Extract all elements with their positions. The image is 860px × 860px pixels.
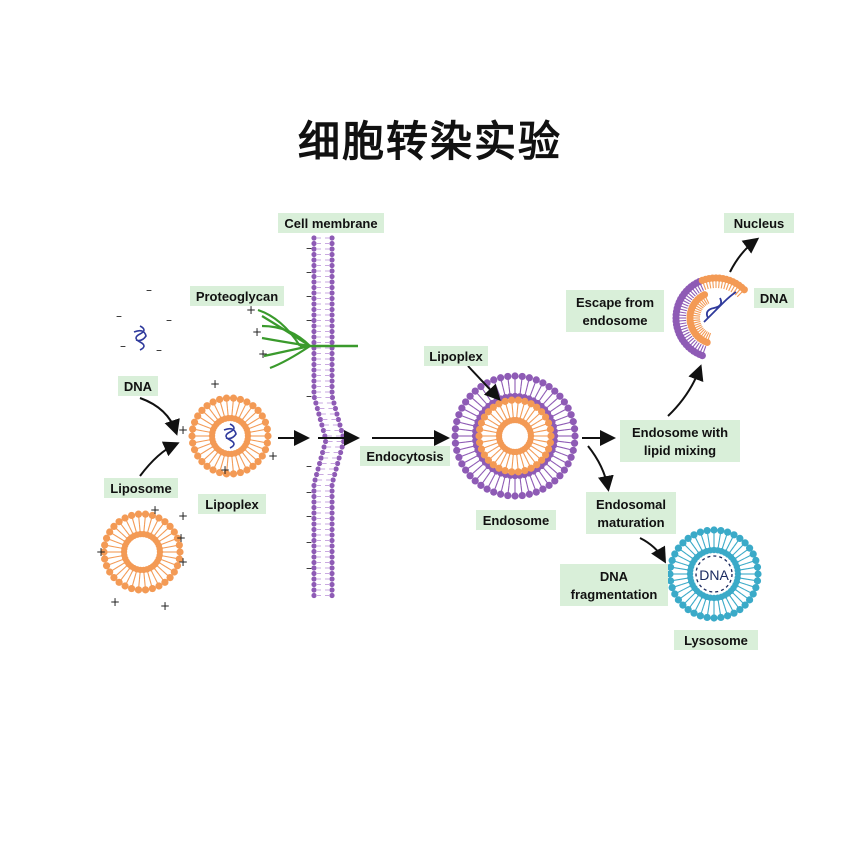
svg-text:DNA: DNA: [124, 379, 153, 394]
svg-text:Proteoglycan: Proteoglycan: [196, 289, 278, 304]
svg-text:Lysosome: Lysosome: [684, 633, 748, 648]
lipoplex: [188, 394, 272, 478]
label-endosomal-maturation: Endosomal maturation: [586, 492, 676, 534]
svg-text:–: –: [306, 241, 312, 255]
arrow-to-lysosome: [639, 537, 666, 564]
escape-endosome-arc: [672, 274, 748, 360]
svg-text:+: +: [246, 303, 256, 317]
label-liposome: Liposome: [104, 478, 178, 498]
svg-text:DNA: DNA: [760, 291, 789, 306]
svg-text:+: +: [176, 531, 186, 545]
label-dna-fragmentation: DNA fragmentation: [560, 564, 668, 606]
charge-signs: + + + + + + + + + + + + + + – – – – – – – – – – – – – – –: [96, 241, 312, 613]
svg-text:+: +: [210, 377, 220, 391]
endosome: [451, 372, 579, 500]
arrow-liposome-to-lipoplex: [139, 441, 180, 477]
svg-text:–: –: [146, 283, 152, 297]
label-endosome: Endosome: [476, 510, 556, 530]
svg-text:Lipoplex: Lipoplex: [429, 349, 483, 364]
svg-text:–: –: [306, 265, 312, 279]
svg-text:–: –: [116, 309, 122, 323]
svg-text:+: +: [220, 463, 230, 477]
arrow-escape-to-nucleus: [729, 237, 760, 273]
svg-text:endosome: endosome: [582, 313, 647, 328]
svg-text:DNA: DNA: [600, 569, 629, 584]
arrow-to-maturation: [587, 445, 614, 492]
svg-text:Liposome: Liposome: [110, 481, 171, 496]
svg-text:–: –: [306, 509, 312, 523]
liposome: [100, 510, 184, 594]
svg-text:–: –: [156, 343, 162, 357]
label-lysosome-dna: DNA: [699, 567, 729, 583]
svg-text:+: +: [160, 599, 170, 613]
svg-text:+: +: [178, 555, 188, 569]
proteoglycan: [257, 308, 358, 370]
dna-free: [133, 325, 147, 351]
label-lipid-mixing: Endosome with lipid mixing: [620, 420, 740, 462]
svg-text:–: –: [306, 485, 312, 499]
label-lysosome: Lysosome: [674, 630, 758, 650]
svg-text:–: –: [120, 339, 126, 353]
label-lipoplex-left: Lipoplex: [198, 494, 266, 514]
svg-text:+: +: [110, 595, 120, 609]
svg-text:Nucleus: Nucleus: [734, 216, 785, 231]
svg-text:–: –: [306, 313, 312, 327]
svg-text:+: +: [252, 325, 262, 339]
svg-text:Endosome: Endosome: [483, 513, 549, 528]
svg-text:Escape from: Escape from: [576, 295, 654, 310]
svg-text:–: –: [306, 289, 312, 303]
svg-text:–: –: [306, 459, 312, 473]
page-title: 细胞转染实验: [297, 117, 562, 166]
arrow-lipoplex-pointer: [467, 365, 501, 401]
label-escape-from-endosome: Escape from endosome: [566, 290, 664, 332]
svg-text:–: –: [306, 535, 312, 549]
svg-text:maturation: maturation: [597, 515, 664, 530]
label-lipoplex-inner: Lipoplex: [424, 346, 488, 366]
svg-text:Endosomal: Endosomal: [596, 497, 666, 512]
cell-membrane: [311, 235, 347, 599]
svg-text:–: –: [306, 561, 312, 575]
arrows: [139, 237, 760, 564]
svg-text:+: +: [96, 545, 106, 559]
svg-text:+: +: [150, 503, 160, 517]
svg-text:+: +: [258, 347, 268, 361]
label-dna-escape: DNA: [754, 288, 794, 308]
label-cell-membrane: Cell membrane: [278, 213, 384, 233]
label-proteoglycan: Proteoglycan: [190, 286, 284, 306]
label-nucleus: Nucleus: [724, 213, 794, 233]
lysosome: [666, 526, 762, 622]
svg-text:Endosome with: Endosome with: [632, 425, 728, 440]
svg-text:+: +: [178, 423, 188, 437]
svg-text:+: +: [178, 509, 188, 523]
arrow-to-escape: [667, 364, 704, 417]
svg-text:–: –: [306, 389, 312, 403]
svg-text:Lipoplex: Lipoplex: [205, 497, 259, 512]
svg-text:+: +: [268, 449, 278, 463]
svg-text:Cell membrane: Cell membrane: [284, 216, 377, 231]
svg-text:lipid mixing: lipid mixing: [644, 443, 716, 458]
svg-text:Endocytosis: Endocytosis: [366, 449, 443, 464]
svg-text:fragmentation: fragmentation: [571, 587, 658, 602]
svg-text:–: –: [166, 313, 172, 327]
label-dna-left: DNA: [118, 376, 158, 396]
arrow-dna-to-lipoplex: [139, 397, 180, 436]
label-endocytosis: Endocytosis: [360, 446, 450, 466]
